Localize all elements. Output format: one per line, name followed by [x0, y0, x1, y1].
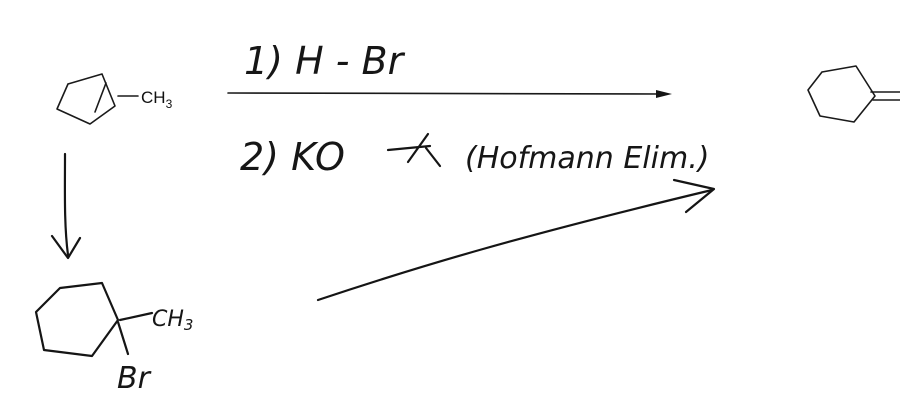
product-molecule: [807, 65, 900, 123]
reactant-methyl-label: CH3: [141, 88, 173, 111]
reactant-ring: [56, 73, 116, 125]
reactant-molecule: CH3: [56, 73, 173, 125]
intermediate-ring: [34, 281, 120, 358]
condition-step-2-label: 2) KO: [240, 135, 345, 179]
reactant-double-bond: [94, 82, 107, 113]
main-reaction-arrow: [227, 90, 672, 98]
intermediate-bromine-bond: [116, 320, 130, 356]
tert-butyl-group: [386, 132, 442, 168]
condition-step-2-note: (Hofmann Elim.): [465, 141, 709, 176]
product-ring: [807, 65, 876, 123]
downward-arrow: [50, 152, 82, 260]
intermediate-methyl-bond: [118, 311, 154, 322]
condition-step-1: 1) H - Br: [244, 39, 406, 83]
intermediate-methyl-label: CH3: [152, 307, 193, 334]
intermediate-molecule: CH3 Br: [34, 281, 193, 394]
diagonal-arrow: [316, 178, 716, 302]
intermediate-bromine-label: Br: [117, 361, 152, 394]
condition-step-2: 2) KO (Hofmann Elim.): [240, 132, 709, 179]
